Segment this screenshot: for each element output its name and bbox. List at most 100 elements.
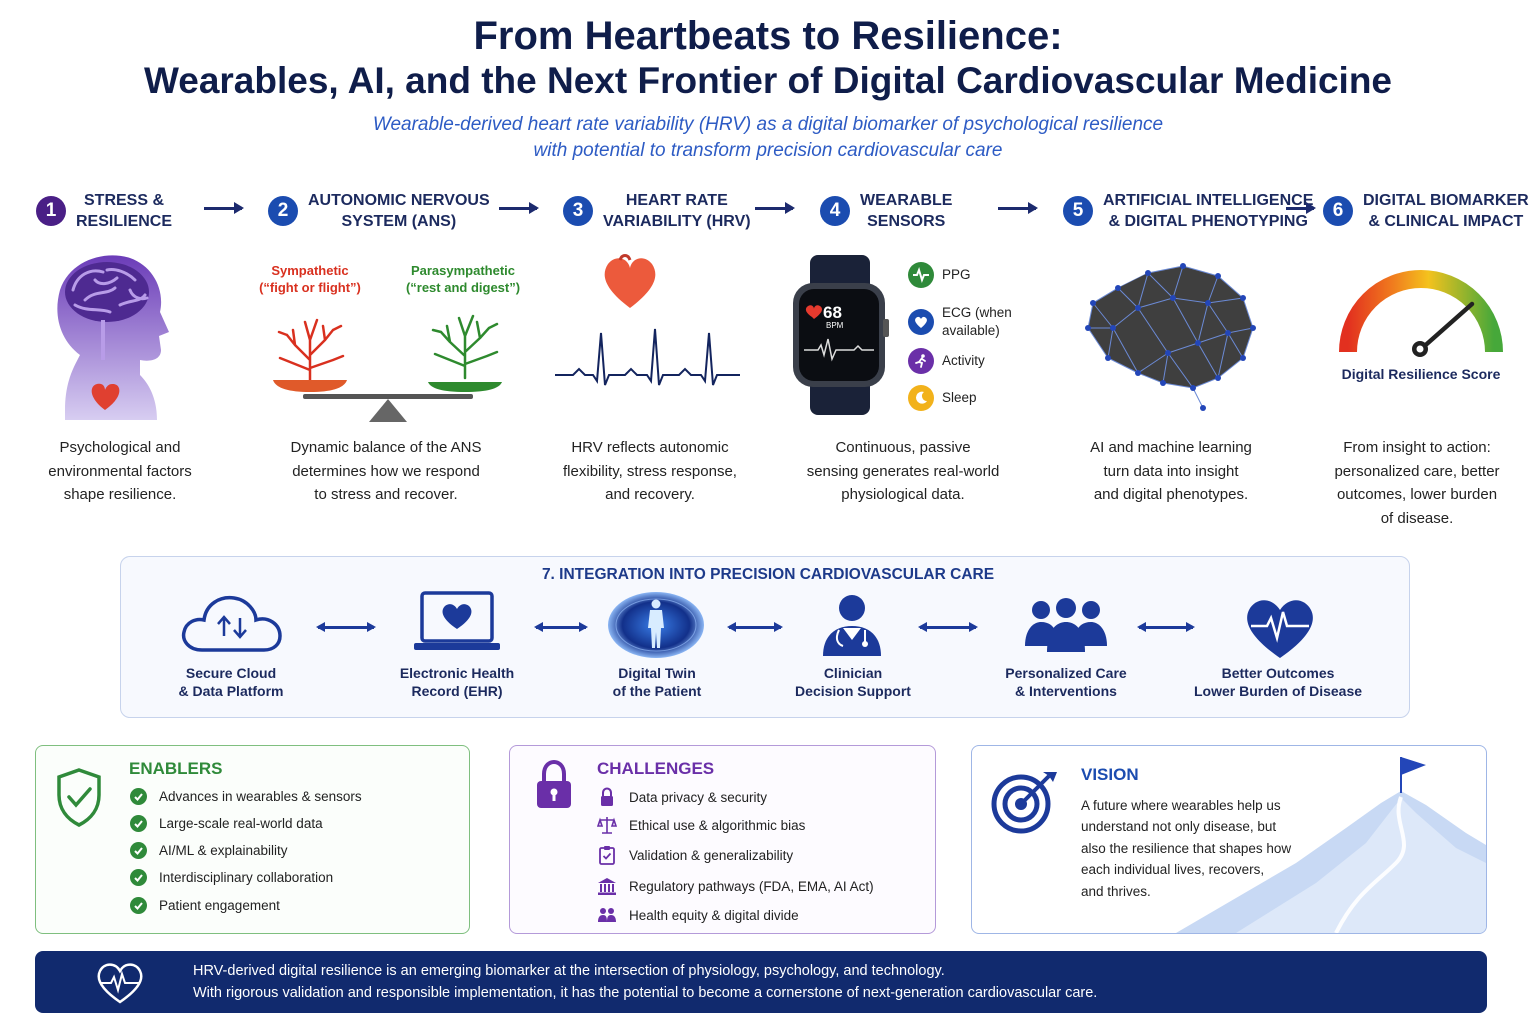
footer-text-line1: HRV-derived digital resilience is an eme… (193, 963, 945, 979)
enabler-item: Patient engagement (130, 897, 280, 914)
bidirectional-arrow (534, 622, 588, 631)
flow-arrow (1286, 202, 1316, 214)
check-icon (130, 869, 147, 886)
integration-item-personalized-care: Personalized Care& Interventions (1005, 665, 1127, 699)
step-number: 6 (1323, 196, 1353, 226)
step-number: 5 (1063, 196, 1093, 226)
heart-icon (908, 309, 934, 335)
step-number: 2 (268, 196, 298, 226)
integration-panel (120, 556, 1410, 718)
challenges-box (509, 745, 936, 934)
heart-pulse-icon (1247, 600, 1313, 658)
challenges-title: CHALLENGES (597, 759, 715, 778)
page-title-line2: Wearables, AI, and the Next Frontier of … (143, 60, 1393, 101)
target-icon (991, 772, 1057, 834)
sensor-activity: Activity (908, 348, 985, 374)
institution-icon (598, 878, 616, 895)
step-6-description: From insight to action:personalized care… (1334, 439, 1500, 527)
lock-icon (537, 760, 571, 808)
check-icon (130, 815, 147, 832)
bidirectional-arrow (316, 622, 376, 631)
step-1-header: 1 STRESS &RESILIENCE (36, 190, 172, 232)
vision-box (971, 745, 1487, 934)
heart-icon (604, 254, 656, 308)
head-brain-icon (57, 255, 169, 420)
subtitle-line2: with potential to transform precision ca… (533, 140, 1003, 161)
scales-icon (597, 817, 617, 834)
sensor-ppg: PPG (908, 262, 971, 288)
resilience-gauge-icon (1339, 270, 1503, 357)
page-title: From Heartbeats to Resilience: (473, 14, 1063, 58)
challenge-item: Validation & generalizability (597, 845, 793, 865)
mountain-flag-illustration (1176, 757, 1486, 933)
enabler-item: AI/ML & explainability (130, 842, 288, 859)
people-icon (1025, 598, 1107, 652)
bidirectional-arrow (1137, 622, 1195, 631)
step-number: 3 (563, 196, 593, 226)
enablers-title: ENABLERS (129, 759, 223, 778)
moon-icon (908, 385, 934, 411)
ai-neural-brain-icon (1085, 263, 1256, 411)
gauge-label: Digital Resilience Score (1341, 366, 1501, 382)
laptop-heart-icon (414, 591, 500, 650)
subtitle: Wearable-derived heart rate variability … (372, 114, 1164, 135)
ans-balance-scale-icon (273, 314, 502, 422)
step-title: DIGITAL BIOMARKER& CLINICAL IMPACT (1363, 192, 1529, 230)
hrv-ecg-waveform (555, 328, 740, 386)
clipboard-check-icon (599, 846, 615, 865)
pulse-icon (908, 262, 934, 288)
lock-icon (601, 787, 613, 806)
vision-title: VISION (1081, 765, 1139, 784)
enabler-item: Advances in wearables & sensors (130, 788, 362, 805)
footer-banner (35, 951, 1487, 1013)
integration-item-cloud: Secure Cloud& Data Platform (178, 665, 284, 699)
enabler-item: Large-scale real-world data (130, 815, 323, 832)
flow-arrow (998, 202, 1038, 214)
bidirectional-arrow (727, 622, 783, 631)
bidirectional-arrow (918, 622, 978, 631)
people-icon (598, 908, 616, 922)
runner-icon (908, 348, 934, 374)
flow-arrow (204, 202, 244, 214)
challenge-item: Ethical use & algorithmic bias (597, 815, 805, 835)
step-number: 1 (36, 196, 66, 226)
footer-text-line2: With rigorous validation and responsible… (193, 985, 1098, 1001)
heart-rate-value: 68 (823, 303, 842, 322)
check-icon (130, 897, 147, 914)
smartwatch-icon (793, 255, 889, 415)
challenge-item: Health equity & digital divide (597, 905, 799, 925)
check-icon (130, 788, 147, 805)
check-icon (130, 842, 147, 859)
challenge-item: Regulatory pathways (FDA, EMA, AI Act) (597, 876, 874, 896)
heart-pulse-icon (97, 963, 143, 1004)
step-title: ARTIFICIAL INTELLIGENCE& DIGITAL PHENOTY… (1103, 192, 1314, 230)
cloud-icon (181, 595, 282, 652)
heart-rate-unit: BPM (826, 321, 844, 330)
sensor-sleep: Sleep (908, 385, 977, 411)
enablers-box (35, 745, 470, 934)
shield-check-icon (57, 768, 101, 827)
sympathetic-label: Sympathetic(“fight or flight”) (259, 263, 361, 295)
integration-title: 7. INTEGRATION INTO PRECISION CARDIOVASC… (541, 566, 995, 583)
enabler-item: Interdisciplinary collaboration (130, 869, 333, 886)
digital-twin-icon (608, 592, 704, 658)
flow-arrow (499, 202, 539, 214)
step-number: 4 (820, 196, 850, 226)
step-6-header: 6 DIGITAL BIOMARKER& CLINICAL IMPACT (1323, 190, 1529, 232)
step-title: STRESS &RESILIENCE (76, 192, 173, 230)
doctor-icon (823, 595, 881, 656)
